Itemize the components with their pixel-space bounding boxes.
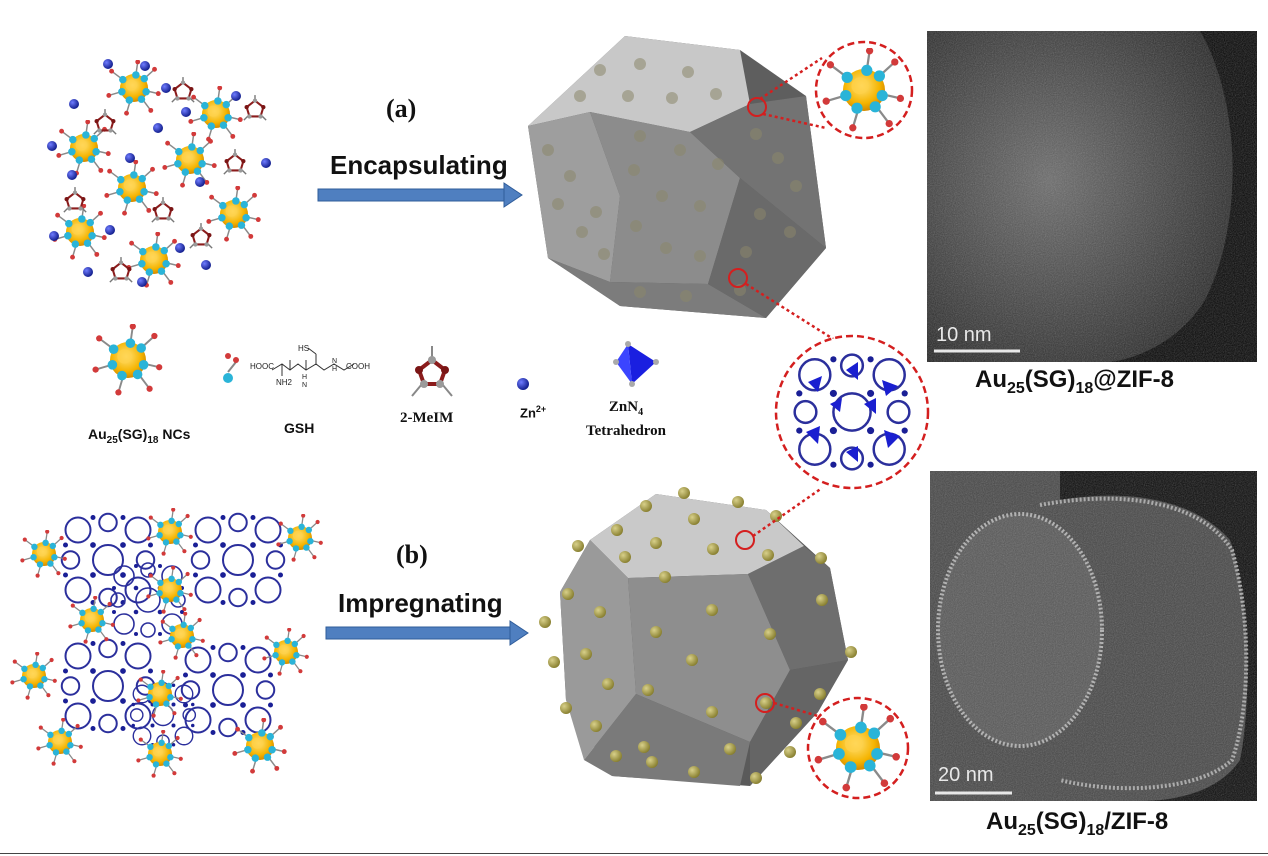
gsh-structure xyxy=(271,347,355,376)
cluster-icon xyxy=(232,718,288,774)
gsh-icon xyxy=(223,353,239,383)
embedded-clusters xyxy=(542,58,802,302)
precursor-mixture xyxy=(47,59,271,288)
meim-icon xyxy=(170,76,196,104)
legend-cluster-label: Au25(SG)18 NCs xyxy=(88,426,191,446)
sem-image-encapsulated xyxy=(927,31,1257,362)
cluster-icon xyxy=(10,652,58,700)
panel-a-label: (a) xyxy=(386,94,417,123)
meim-icon xyxy=(188,222,214,250)
zn-legend-icon xyxy=(517,378,529,390)
cluster-icon xyxy=(56,120,112,176)
meim-icon xyxy=(222,148,248,176)
zif8-crystal-encapsulated xyxy=(528,36,826,318)
cluster-icon xyxy=(262,628,310,676)
zif8-framework-icon xyxy=(60,512,156,608)
cluster-icon xyxy=(104,160,160,216)
cluster-icon xyxy=(146,508,194,556)
meim-icon xyxy=(108,256,134,284)
encapsulating-label: Encapsulating xyxy=(330,150,508,180)
caption-encapsulated: Au25(SG)18@ZIF-8 xyxy=(975,366,1174,397)
cluster-icon xyxy=(106,60,162,116)
cluster-icon xyxy=(20,530,68,578)
caption-impregnated: Au25(SG)18/ZIF-8 xyxy=(986,808,1169,839)
cluster-icon xyxy=(206,186,262,242)
meim-icon xyxy=(150,196,176,224)
zn-ions xyxy=(47,59,271,287)
gsh-struct-nh2: NH2 xyxy=(276,378,293,387)
znn4-units xyxy=(806,362,900,462)
legend-gsh-label: GSH xyxy=(284,420,315,436)
preformed-zif8-with-clusters xyxy=(10,508,324,778)
impregnating-arrow xyxy=(325,620,529,646)
cluster-legend-icon xyxy=(92,324,164,396)
cluster-icon xyxy=(36,718,84,766)
callout-top-cluster xyxy=(747,40,914,140)
impregnating-label: Impregnating xyxy=(338,588,503,618)
cluster-icon xyxy=(126,232,182,288)
scale-bar-top-label: 10 nm xyxy=(936,324,992,346)
legend-znn4-label: ZnN4 Tetrahedron xyxy=(586,399,667,439)
bottom-border xyxy=(0,853,1268,854)
zif8-crystal-impregnated xyxy=(539,487,857,786)
meim-legend-icon xyxy=(411,346,453,397)
meim-icon xyxy=(92,108,118,136)
zif8-framework-icon xyxy=(190,512,286,608)
sem-image-impregnated xyxy=(930,471,1257,801)
legend-icons xyxy=(92,324,659,397)
scale-bar-bottom-label: 20 nm xyxy=(938,764,994,786)
zif8-framework-icon xyxy=(180,642,276,738)
gsh-struct-hooc: HOOC xyxy=(250,362,274,371)
meim-icon xyxy=(62,186,88,214)
callout-framework xyxy=(728,268,930,550)
legend-meim-label: 2-MeIM xyxy=(400,410,454,426)
callout-bottom-cluster xyxy=(755,693,910,800)
gsh-struct-cooh: COOH xyxy=(346,362,370,371)
znn4-tetrahedron-icon xyxy=(613,341,659,387)
legend-zn-label: Zn2+ xyxy=(520,404,547,421)
gsh-struct-hs: HS xyxy=(298,344,310,353)
cluster-icon xyxy=(52,204,108,260)
meim-icon xyxy=(242,94,268,122)
panel-b-label: (b) xyxy=(396,540,428,569)
cluster-icon xyxy=(158,612,206,660)
encapsulating-arrow xyxy=(317,182,523,208)
